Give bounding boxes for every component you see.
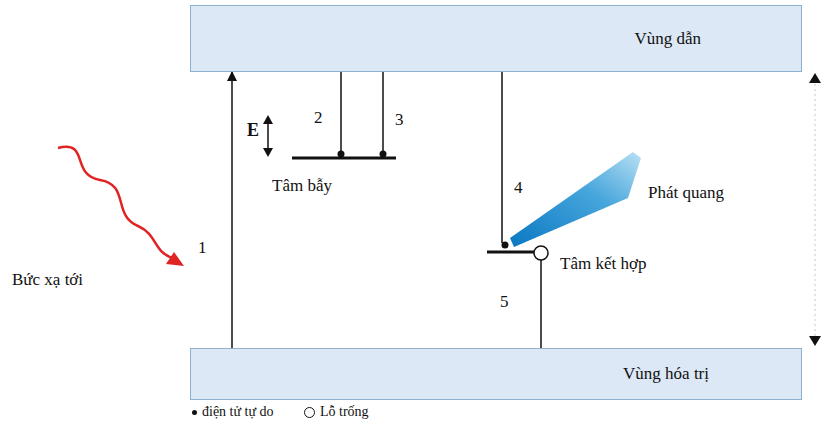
legend-text: điện tử tự do xyxy=(202,404,274,420)
arrow-head xyxy=(166,252,184,266)
level-label: Tâm kết hợp xyxy=(560,254,646,274)
conduction-band: Vùng dẫn xyxy=(190,5,802,72)
electron-dot xyxy=(380,151,387,158)
band-name: Vùng hóa trị xyxy=(623,364,709,384)
transition-line xyxy=(501,66,503,243)
arrow-head xyxy=(263,115,273,124)
legend-text: Lỗ trống xyxy=(320,404,369,420)
level-label: Tâm bẫy xyxy=(272,176,332,196)
gap-line xyxy=(815,84,816,336)
radiation-wave xyxy=(58,147,172,258)
callout-number: 1 xyxy=(198,238,207,258)
transition-line xyxy=(382,66,384,154)
hole-swatch xyxy=(304,407,315,418)
emission-label: Phát quang xyxy=(648,183,724,203)
electron-swatch xyxy=(192,410,197,415)
energy-label: E xyxy=(247,120,259,141)
callout-number: 2 xyxy=(314,108,323,128)
callout-number: 3 xyxy=(395,110,404,130)
electron-dot xyxy=(338,151,345,158)
band-name: Vùng dẫn xyxy=(634,29,701,49)
excitation-arrow xyxy=(231,72,233,348)
trap-level xyxy=(292,157,396,160)
radiation-label: Bức xạ tới xyxy=(12,270,83,290)
energy-arrow xyxy=(267,122,269,150)
legend-item: điện tử tự do xyxy=(192,404,274,420)
arrow-head xyxy=(809,73,821,83)
callout-number: 5 xyxy=(500,292,509,312)
callout-number: 4 xyxy=(514,178,523,198)
valence-band: Vùng hóa trị xyxy=(190,348,802,400)
transition-line xyxy=(340,66,342,154)
electron-dot xyxy=(502,242,509,249)
arrow-head xyxy=(809,336,821,346)
hole-circle xyxy=(534,246,548,260)
legend-item: Lỗ trống xyxy=(304,404,369,420)
arrow-head xyxy=(263,148,273,157)
luminescence-beam xyxy=(510,152,641,247)
